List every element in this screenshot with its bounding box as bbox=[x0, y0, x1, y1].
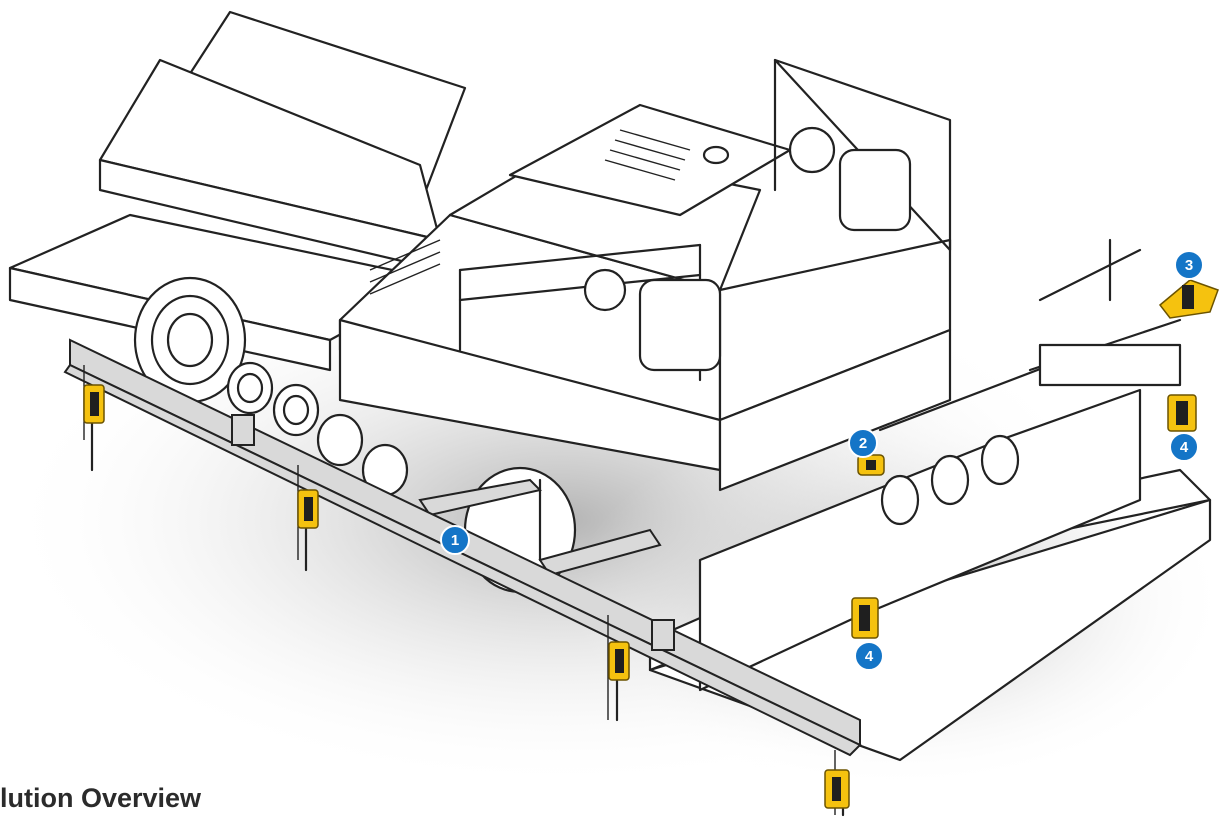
mast-sensor bbox=[1158, 279, 1219, 319]
engine-body bbox=[338, 103, 792, 472]
callout-4-left: 4 bbox=[854, 641, 884, 671]
grade-sensor-right bbox=[1167, 394, 1197, 432]
callout-1: 1 bbox=[440, 525, 470, 555]
sonic-sensor-ski-3 bbox=[608, 641, 630, 681]
callout-4-right-label: 4 bbox=[1180, 439, 1189, 456]
callout-4-right: 4 bbox=[1169, 432, 1199, 462]
callout-1-label: 1 bbox=[451, 532, 459, 549]
callout-2: 2 bbox=[848, 428, 878, 458]
sonic-sensor-ski-4 bbox=[824, 769, 850, 809]
operator-platform bbox=[458, 58, 952, 492]
sonic-sensor-ski-1 bbox=[83, 384, 105, 424]
callout-4-left-label: 4 bbox=[865, 648, 874, 665]
grade-sensor-left bbox=[851, 597, 879, 639]
callout-3-label: 3 bbox=[1185, 257, 1193, 274]
callout-2-label: 2 bbox=[859, 435, 867, 452]
section-title: lution Overview bbox=[0, 783, 202, 813]
callout-3: 3 bbox=[1174, 250, 1204, 280]
slope-sensor bbox=[857, 454, 885, 476]
sonic-sensor-ski-2 bbox=[297, 489, 319, 529]
drive-wheels bbox=[133, 276, 577, 594]
